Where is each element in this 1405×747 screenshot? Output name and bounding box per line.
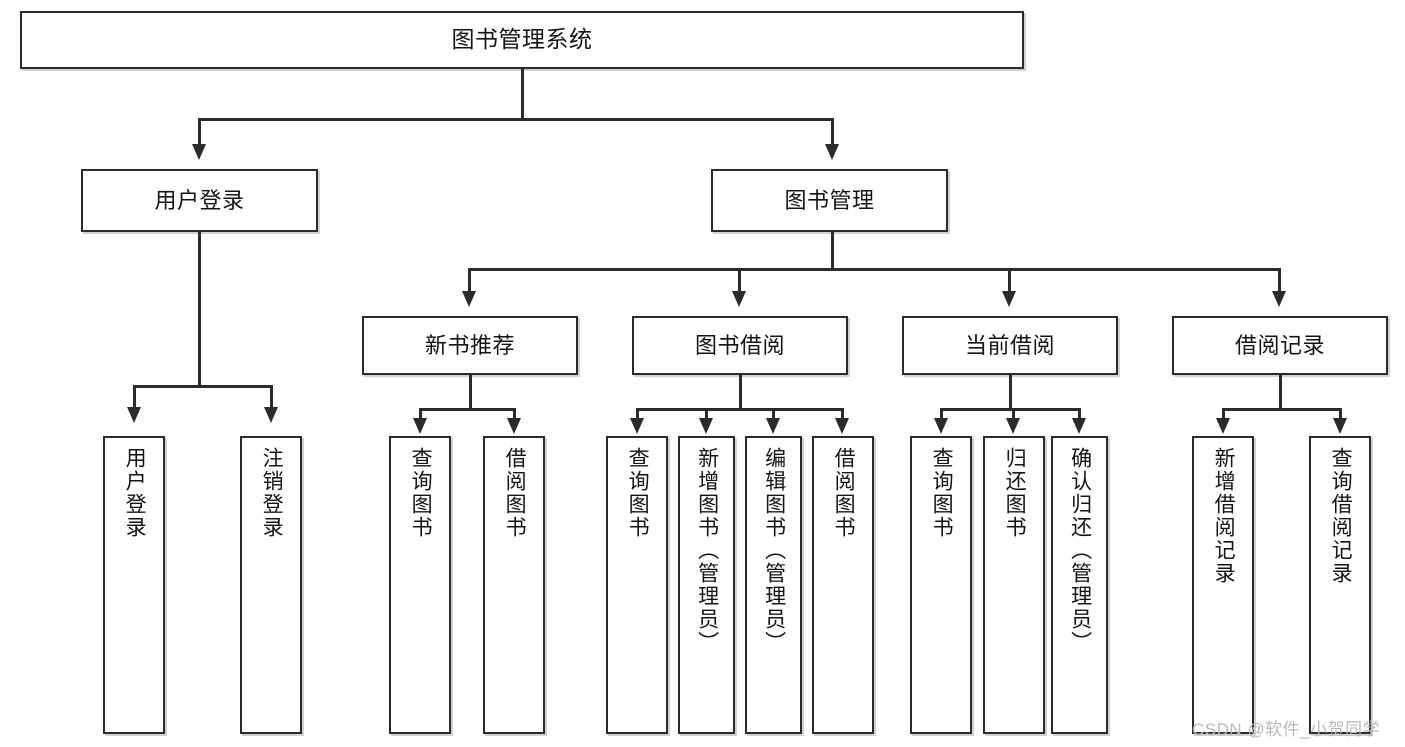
connector-borrow-record-stem	[1279, 375, 1282, 410]
connector-to-leaf-query-book-1	[419, 408, 422, 422]
arrowhead-leaf-user-login	[127, 407, 141, 423]
connector-new-book-recommend-bus	[419, 408, 516, 411]
connector-to-leaf-query-book-2	[636, 408, 639, 422]
connector-book-borrow-bus	[636, 408, 843, 411]
node-label: 借阅图书	[832, 447, 856, 539]
node-label: 注销登录	[260, 447, 284, 539]
node-label: 编辑图书（管理员）	[762, 447, 786, 654]
arrowhead-leaf-query-book-3	[934, 418, 948, 434]
arrowhead-book-manage	[825, 144, 839, 160]
arrowhead-leaf-add-record	[1216, 418, 1230, 434]
arrowhead-borrow-record	[1272, 291, 1286, 307]
node-leaf-query-book-2[interactable]: 查询图书	[606, 436, 668, 734]
connector-user-login-bus	[133, 385, 272, 388]
connector-new-book-recommend-stem	[469, 375, 472, 410]
node-leaf-query-record[interactable]: 查询借阅记录	[1309, 436, 1371, 734]
node-leaf-borrow-book-1[interactable]: 借阅图书	[483, 436, 545, 734]
connector-to-leaf-return-book	[1012, 408, 1015, 422]
csdn-watermark: CSDN @软件_小贺同学	[1192, 720, 1381, 739]
connector-book-borrow-stem	[739, 375, 742, 410]
arrowhead-leaf-query-record	[1333, 418, 1347, 434]
arrowhead-leaf-return-book	[1006, 418, 1020, 434]
arrowhead-new-book-recommend	[462, 291, 476, 307]
connector-user-login-stem	[198, 232, 201, 387]
connector-book-manage-stem	[831, 232, 834, 270]
node-leaf-edit-book[interactable]: 编辑图书（管理员）	[745, 436, 802, 734]
connector-to-user-login	[198, 118, 201, 148]
node-leaf-query-book-1[interactable]: 查询图书	[389, 436, 451, 734]
arrowhead-current-borrow	[1002, 291, 1016, 307]
node-label: 新书推荐	[424, 332, 515, 358]
arrowhead-leaf-confirm-return	[1072, 418, 1086, 434]
connector-to-leaf-query-book-3	[940, 408, 943, 422]
node-label: 归还图书	[1003, 447, 1027, 539]
node-label: 新增借阅记录	[1212, 447, 1236, 585]
arrowhead-user-login	[192, 144, 206, 160]
connector-to-leaf-query-record	[1339, 408, 1342, 422]
connector-to-leaf-add-record	[1222, 408, 1225, 422]
node-leaf-confirm-return[interactable]: 确认归还（管理员）	[1051, 436, 1108, 734]
node-label: 用户登录	[123, 447, 147, 539]
arrowhead-leaf-query-book-2	[630, 418, 644, 434]
node-new-book-recommend[interactable]: 新书推荐	[362, 316, 578, 375]
node-leaf-user-login[interactable]: 用户登录	[103, 436, 165, 734]
node-label: 新增图书（管理员）	[695, 447, 719, 654]
connector-level2-bus	[198, 118, 833, 121]
node-label: 查询借阅记录	[1329, 447, 1353, 585]
arrowhead-leaf-borrow-book-1	[507, 418, 521, 434]
connector-current-borrow-stem	[1009, 375, 1012, 410]
connector-to-book-manage	[831, 118, 834, 148]
connector-to-leaf-borrow-book-2	[841, 408, 844, 422]
node-user-login[interactable]: 用户登录	[81, 169, 318, 232]
connector-borrow-record-bus	[1222, 408, 1340, 411]
node-root-system[interactable]: 图书管理系统	[20, 11, 1024, 69]
connector-to-leaf-borrow-book-1	[513, 408, 516, 422]
node-label: 借阅图书	[503, 447, 527, 539]
connector-to-new-book-recommend	[468, 268, 471, 295]
node-label: 查询图书	[409, 447, 433, 539]
node-leaf-query-book-3[interactable]: 查询图书	[910, 436, 972, 734]
node-leaf-add-record[interactable]: 新增借阅记录	[1192, 436, 1254, 734]
connector-to-leaf-confirm-return	[1078, 408, 1081, 422]
node-label: 借阅记录	[1234, 332, 1325, 358]
node-label: 确认归还（管理员）	[1068, 447, 1092, 654]
node-leaf-borrow-book-2[interactable]: 借阅图书	[812, 436, 874, 734]
arrowhead-leaf-logout	[264, 407, 278, 423]
arrowhead-leaf-query-book-1	[413, 418, 427, 434]
node-label: 当前借阅	[964, 332, 1055, 358]
node-leaf-return-book[interactable]: 归还图书	[983, 436, 1045, 734]
connector-current-borrow-bus	[940, 408, 1080, 411]
arrowhead-book-borrow	[732, 291, 746, 307]
connector-to-book-borrow	[738, 268, 741, 295]
node-current-borrow[interactable]: 当前借阅	[902, 316, 1118, 375]
arrowhead-leaf-edit-book	[766, 418, 780, 434]
connector-root-stem	[521, 69, 524, 120]
connector-to-leaf-logout	[270, 385, 273, 411]
arrowhead-leaf-borrow-book-2	[835, 418, 849, 434]
connector-to-leaf-add-book	[705, 408, 708, 422]
node-label: 查询图书	[626, 447, 650, 539]
node-label: 用户登录	[154, 187, 245, 213]
node-borrow-record[interactable]: 借阅记录	[1172, 316, 1388, 375]
node-label: 查询图书	[930, 447, 954, 539]
connector-to-leaf-edit-book	[772, 408, 775, 422]
node-label: 图书管理系统	[451, 26, 593, 53]
connector-to-borrow-record	[1278, 268, 1281, 295]
node-book-borrow[interactable]: 图书借阅	[632, 316, 848, 375]
node-leaf-add-book[interactable]: 新增图书（管理员）	[678, 436, 735, 734]
connector-level3-bus	[468, 268, 1280, 271]
node-label: 图书管理	[784, 187, 875, 213]
node-label: 图书借阅	[694, 332, 785, 358]
connector-to-leaf-user-login	[133, 385, 136, 411]
node-book-manage[interactable]: 图书管理	[711, 169, 948, 232]
node-leaf-logout[interactable]: 注销登录	[240, 436, 302, 734]
connector-to-current-borrow	[1008, 268, 1011, 295]
arrowhead-leaf-add-book	[699, 418, 713, 434]
